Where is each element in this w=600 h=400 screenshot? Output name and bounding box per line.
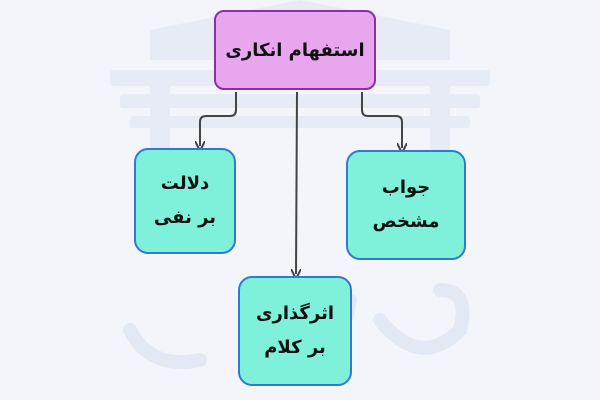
child-node-bottom-line-1: اثرگذاری bbox=[255, 303, 335, 324]
child-node-right: جواب مشخص bbox=[346, 150, 466, 260]
child-node-bottom-line-2: بر کلام bbox=[264, 337, 326, 358]
root-node: استفهام انکاری bbox=[214, 10, 376, 90]
child-node-bottom: اثرگذاری بر کلام bbox=[238, 276, 352, 386]
connector-root-to-bottom bbox=[296, 91, 297, 274]
child-node-left-line-1: دلالت bbox=[160, 173, 210, 194]
child-node-right-line-1: جواب bbox=[381, 177, 431, 198]
child-node-left-line-2: بر نفی bbox=[153, 207, 217, 228]
child-node-left: دلالت بر نفی bbox=[134, 148, 236, 254]
child-node-right-line-2: مشخص bbox=[372, 211, 440, 232]
connector-root-to-left bbox=[200, 92, 237, 146]
root-node-label: استفهام انکاری bbox=[225, 39, 365, 61]
connector-root-to-right bbox=[361, 92, 402, 148]
